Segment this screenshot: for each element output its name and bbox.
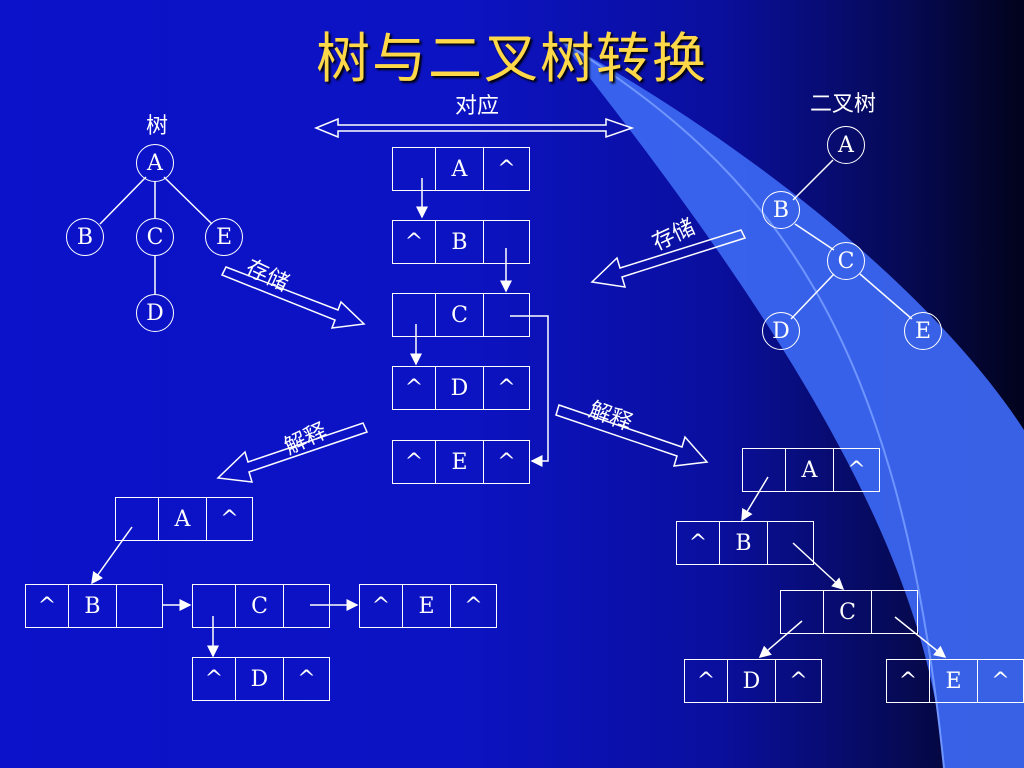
center-record-c: C <box>392 293 530 337</box>
record-cell: E <box>929 660 977 702</box>
record-cell: B <box>435 221 483 263</box>
tree-node-b: B <box>66 218 104 256</box>
tree-node-c: C <box>136 218 174 256</box>
record-cell: B <box>68 585 116 627</box>
record-cell: ^ <box>283 658 329 700</box>
tree-node-e: E <box>205 218 243 256</box>
record-cell <box>193 585 235 627</box>
right-record-b: ^ B <box>676 521 814 565</box>
record-cell: ^ <box>404 229 424 255</box>
record-cell: ^ <box>404 375 424 401</box>
record-cell: ^ <box>775 660 821 702</box>
correspond-label: 对应 <box>455 94 500 119</box>
right-record-a: A ^ <box>742 448 880 492</box>
left-record-e: ^ E ^ <box>359 584 497 628</box>
record-cell: ^ <box>688 530 708 556</box>
record-cell <box>116 498 158 540</box>
tree-node-a: A <box>136 144 174 182</box>
record-cell: B <box>719 522 767 564</box>
record-cell: ^ <box>483 367 529 409</box>
binary-node-a: A <box>827 126 865 164</box>
binary-node-e: E <box>904 312 942 350</box>
record-cell: ^ <box>696 668 716 694</box>
record-cell: D <box>235 658 283 700</box>
record-cell <box>871 591 917 633</box>
right-record-d: ^ D ^ <box>684 659 822 703</box>
binary-tree-label: 二叉树 <box>810 92 877 117</box>
record-cell <box>781 591 823 633</box>
record-cell <box>393 294 435 336</box>
record-cell <box>116 585 162 627</box>
record-cell: A <box>435 148 483 190</box>
center-record-b: ^ B <box>392 220 530 264</box>
right-record-e: ^ E ^ <box>886 659 1024 703</box>
left-record-c: C <box>192 584 330 628</box>
left-record-a: A ^ <box>115 497 253 541</box>
record-cell: C <box>235 585 283 627</box>
record-cell: D <box>727 660 775 702</box>
left-record-b: ^ B <box>25 584 163 628</box>
record-cell: C <box>823 591 871 633</box>
record-cell: C <box>435 294 483 336</box>
record-cell <box>283 585 329 627</box>
record-cell <box>483 221 529 263</box>
binary-node-b: B <box>762 191 800 229</box>
record-cell: ^ <box>898 668 918 694</box>
record-cell: E <box>435 441 483 483</box>
left-record-d: ^ D ^ <box>192 657 330 701</box>
record-cell: ^ <box>371 593 391 619</box>
tree-node-d: D <box>136 294 174 332</box>
record-cell: ^ <box>483 148 529 190</box>
record-cell: ^ <box>204 666 224 692</box>
binary-node-d: D <box>762 312 800 350</box>
record-cell: A <box>158 498 206 540</box>
record-cell: ^ <box>450 585 496 627</box>
tree-label: 树 <box>146 114 169 139</box>
record-cell: A <box>785 449 833 491</box>
record-cell: ^ <box>206 498 252 540</box>
center-record-a: A ^ <box>392 147 530 191</box>
record-cell: ^ <box>37 593 57 619</box>
record-cell: ^ <box>483 441 529 483</box>
right-record-c: C <box>780 590 918 634</box>
record-cell <box>767 522 813 564</box>
record-cell: ^ <box>404 449 424 475</box>
record-cell: ^ <box>977 660 1023 702</box>
page-title: 树与二叉树转换 <box>316 27 708 90</box>
binary-node-c: C <box>827 242 865 280</box>
record-cell: D <box>435 367 483 409</box>
record-cell: ^ <box>833 449 879 491</box>
center-record-d: ^ D ^ <box>392 366 530 410</box>
center-record-e: ^ E ^ <box>392 440 530 484</box>
record-cell <box>483 294 529 336</box>
record-cell: E <box>402 585 450 627</box>
record-cell <box>743 449 785 491</box>
record-cell <box>393 148 435 190</box>
